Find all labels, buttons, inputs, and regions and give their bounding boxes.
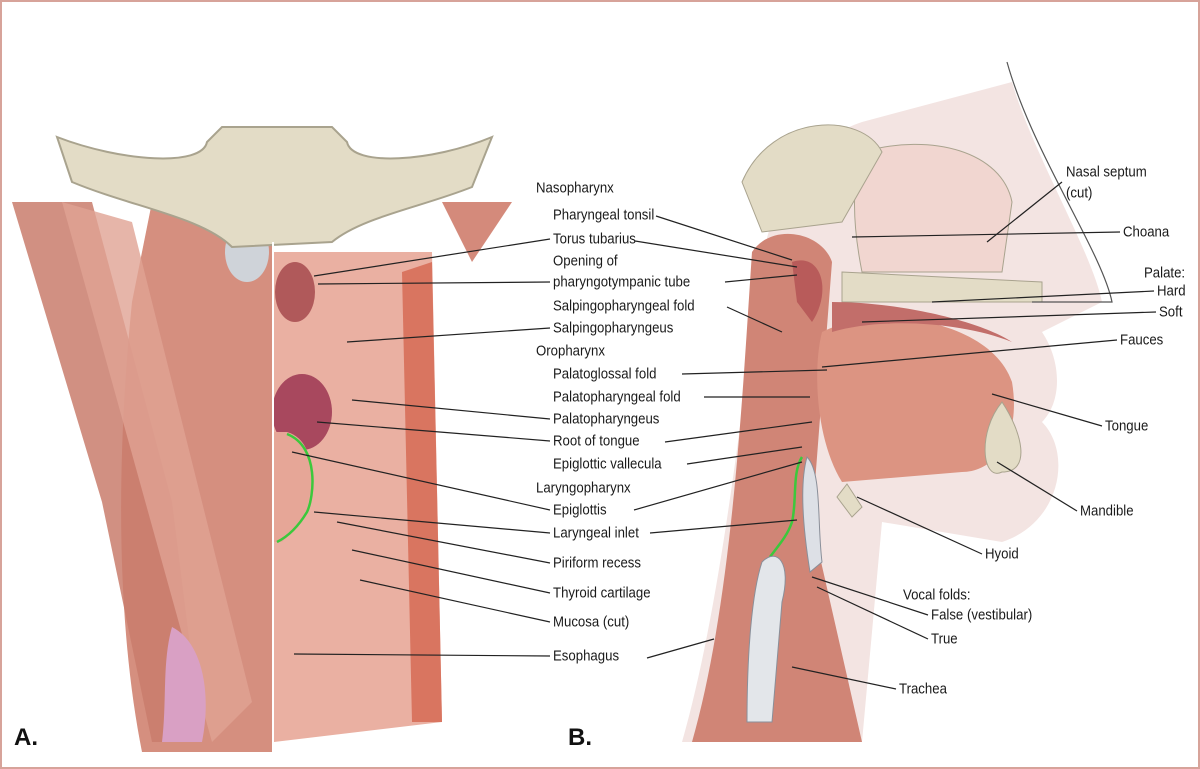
tongue-shape [817, 318, 1014, 482]
label-soft-palate: Soft [1159, 303, 1183, 321]
label-epiglottic-vallecula: Epiglottic vallecula [553, 455, 662, 473]
label-pharyngeal-tonsil: Pharyngeal tonsil [553, 206, 655, 224]
label-vocal-folds: Vocal folds: [903, 586, 971, 604]
leader-lines [291, 181, 1157, 690]
label-oropharynx: Oropharynx [536, 342, 605, 360]
label-nasopharynx: Nasopharynx [536, 179, 614, 197]
panel-a-drawing [2, 126, 522, 752]
label-opening-of: Opening of [553, 252, 618, 270]
pharynx-mucosa [274, 252, 442, 742]
label-choana: Choana [1123, 223, 1170, 241]
label-true-vocal-fold: True [931, 630, 958, 648]
label-esophagus: Esophagus [553, 647, 620, 665]
label-torus-tubarius: Torus tubarius [553, 230, 636, 248]
label-laryngeal-inlet: Laryngeal inlet [553, 524, 639, 542]
label-piriform-recess: Piriform recess [553, 554, 642, 572]
label-tongue: Tongue [1105, 417, 1149, 435]
label-thyroid-cartilage: Thyroid cartilage [553, 584, 651, 602]
label-pharyngotympanic-tube: pharyngotympanic tube [553, 273, 691, 291]
label-mandible: Mandible [1080, 502, 1134, 520]
label-trachea: Trachea [899, 680, 947, 698]
panel-label-a: A. [14, 724, 38, 751]
label-fauces: Fauces [1120, 331, 1164, 349]
label-salpingopharyngeus: Salpingopharyngeus [553, 319, 674, 337]
panel-b-drawing [682, 61, 1113, 742]
label-epiglottis: Epiglottis [553, 501, 607, 519]
label-palatoglossal-fold: Palatoglossal fold [553, 365, 657, 383]
label-mucosa-cut: Mucosa (cut) [553, 613, 630, 631]
label-palatopharyngeus: Palatopharyngeus [553, 410, 660, 428]
label-false-vocal-fold: False (vestibular) [931, 606, 1033, 624]
skull-base [55, 126, 494, 249]
label-hyoid: Hyoid [985, 545, 1019, 563]
label-palate: Palate: [1144, 264, 1186, 282]
label-root-of-tongue: Root of tongue [553, 432, 640, 450]
label-palatopharyngeal-fold: Palatopharyngeal fold [553, 388, 681, 406]
label-nasal-septum-cut: (cut) [1066, 184, 1093, 202]
panel-label-b: B. [568, 724, 592, 751]
label-salpingopharyngeal-fold: Salpingopharyngeal fold [553, 297, 695, 315]
label-nasal-septum: Nasal septum [1066, 163, 1147, 181]
label-hard-palate: Hard [1157, 282, 1186, 300]
label-laryngopharynx: Laryngopharynx [536, 479, 631, 497]
